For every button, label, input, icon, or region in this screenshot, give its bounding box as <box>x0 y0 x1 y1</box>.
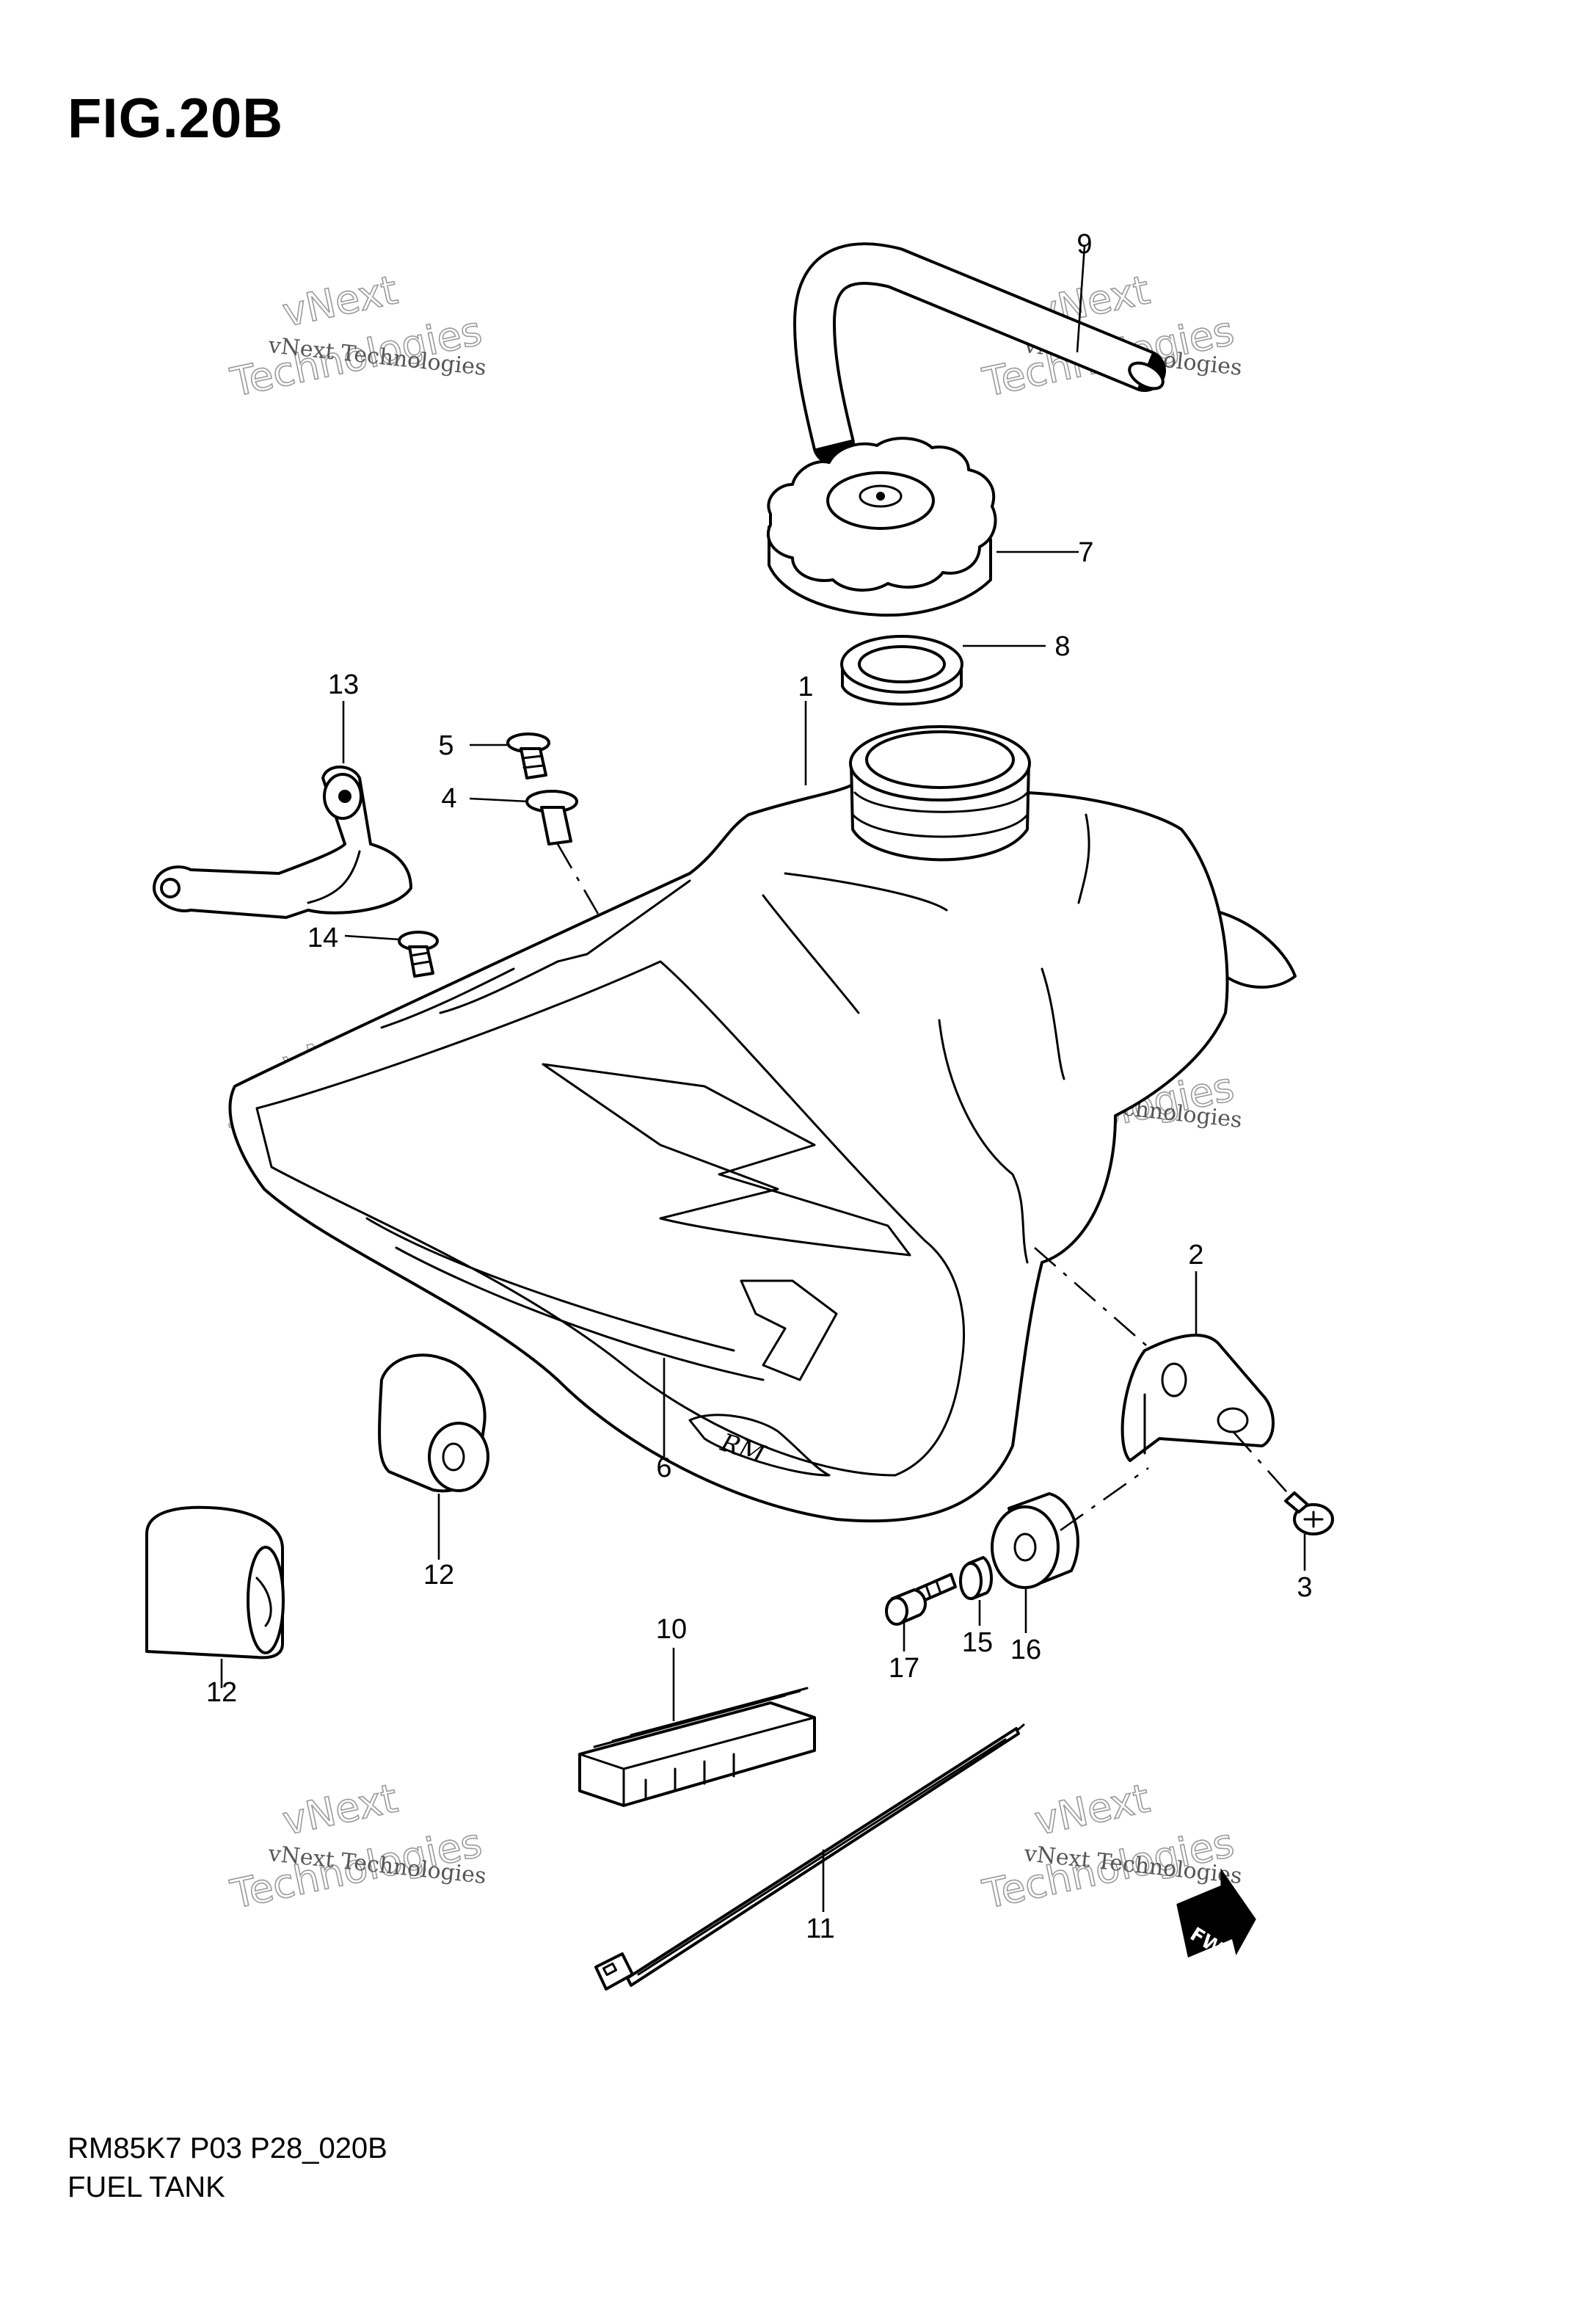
callout-12-centre: 12 <box>423 1560 454 1591</box>
part-15-collar <box>959 1556 993 1600</box>
callout-11: 11 <box>806 1913 834 1944</box>
diagram-code: RM85K7 P03 P28_020B <box>68 2132 387 2164</box>
part-8-cap-gasket <box>840 635 963 706</box>
part-17-bolt <box>885 1573 957 1626</box>
part-13-bracket <box>153 766 412 919</box>
svg-text:vNext: vNext <box>279 266 401 335</box>
callout-6: 6 <box>656 1453 671 1483</box>
part-9-breather-hose <box>793 242 1166 465</box>
callout-15: 15 <box>962 1627 993 1658</box>
callout-4: 4 <box>441 783 456 814</box>
callout-7: 7 <box>1078 537 1093 568</box>
svg-text:vNext: vNext <box>279 1775 401 1844</box>
part-2-mount-bracket <box>1121 1334 1275 1462</box>
callout-2: 2 <box>1188 1240 1203 1270</box>
watermark-bottom-left: vNext Technologies vNext Technologies <box>226 1774 487 1918</box>
figure-title: FIG.20B <box>68 87 284 150</box>
callout-3: 3 <box>1297 1572 1312 1603</box>
svg-text:vNext: vNext <box>1031 1775 1154 1844</box>
part-12-cushion-left <box>145 1505 285 1660</box>
diagram-name: FUEL TANK <box>68 2171 225 2203</box>
part-7-fuel-cap <box>766 437 997 617</box>
part-4-collar <box>525 790 578 846</box>
callout-5: 5 <box>438 730 453 761</box>
callout-labels: 1 2 3 4 5 6 7 8 9 10 11 12 12 13 14 15 1… <box>206 229 1313 1944</box>
callout-12-left: 12 <box>206 1677 237 1708</box>
part-5-bolt <box>506 733 550 779</box>
callout-10: 10 <box>656 1614 687 1645</box>
part-12-cushion-centre <box>378 1353 489 1493</box>
part-1-fuel-tank: RM <box>228 725 1297 1523</box>
part-10-pad <box>578 1687 816 1807</box>
callout-1: 1 <box>798 672 813 702</box>
callout-8: 8 <box>1054 631 1070 662</box>
callout-14: 14 <box>307 923 338 953</box>
callout-9: 9 <box>1076 229 1092 260</box>
part-14-screw <box>398 931 439 978</box>
callout-13: 13 <box>328 669 359 700</box>
leader-lines <box>220 245 1306 1912</box>
callout-17: 17 <box>889 1653 919 1684</box>
part-3-screw <box>1284 1491 1334 1535</box>
part-16-damper <box>991 1492 1079 1589</box>
watermark-top-left: vNext Technologies vNext Technologies <box>226 266 487 406</box>
callout-16: 16 <box>1010 1635 1041 1665</box>
